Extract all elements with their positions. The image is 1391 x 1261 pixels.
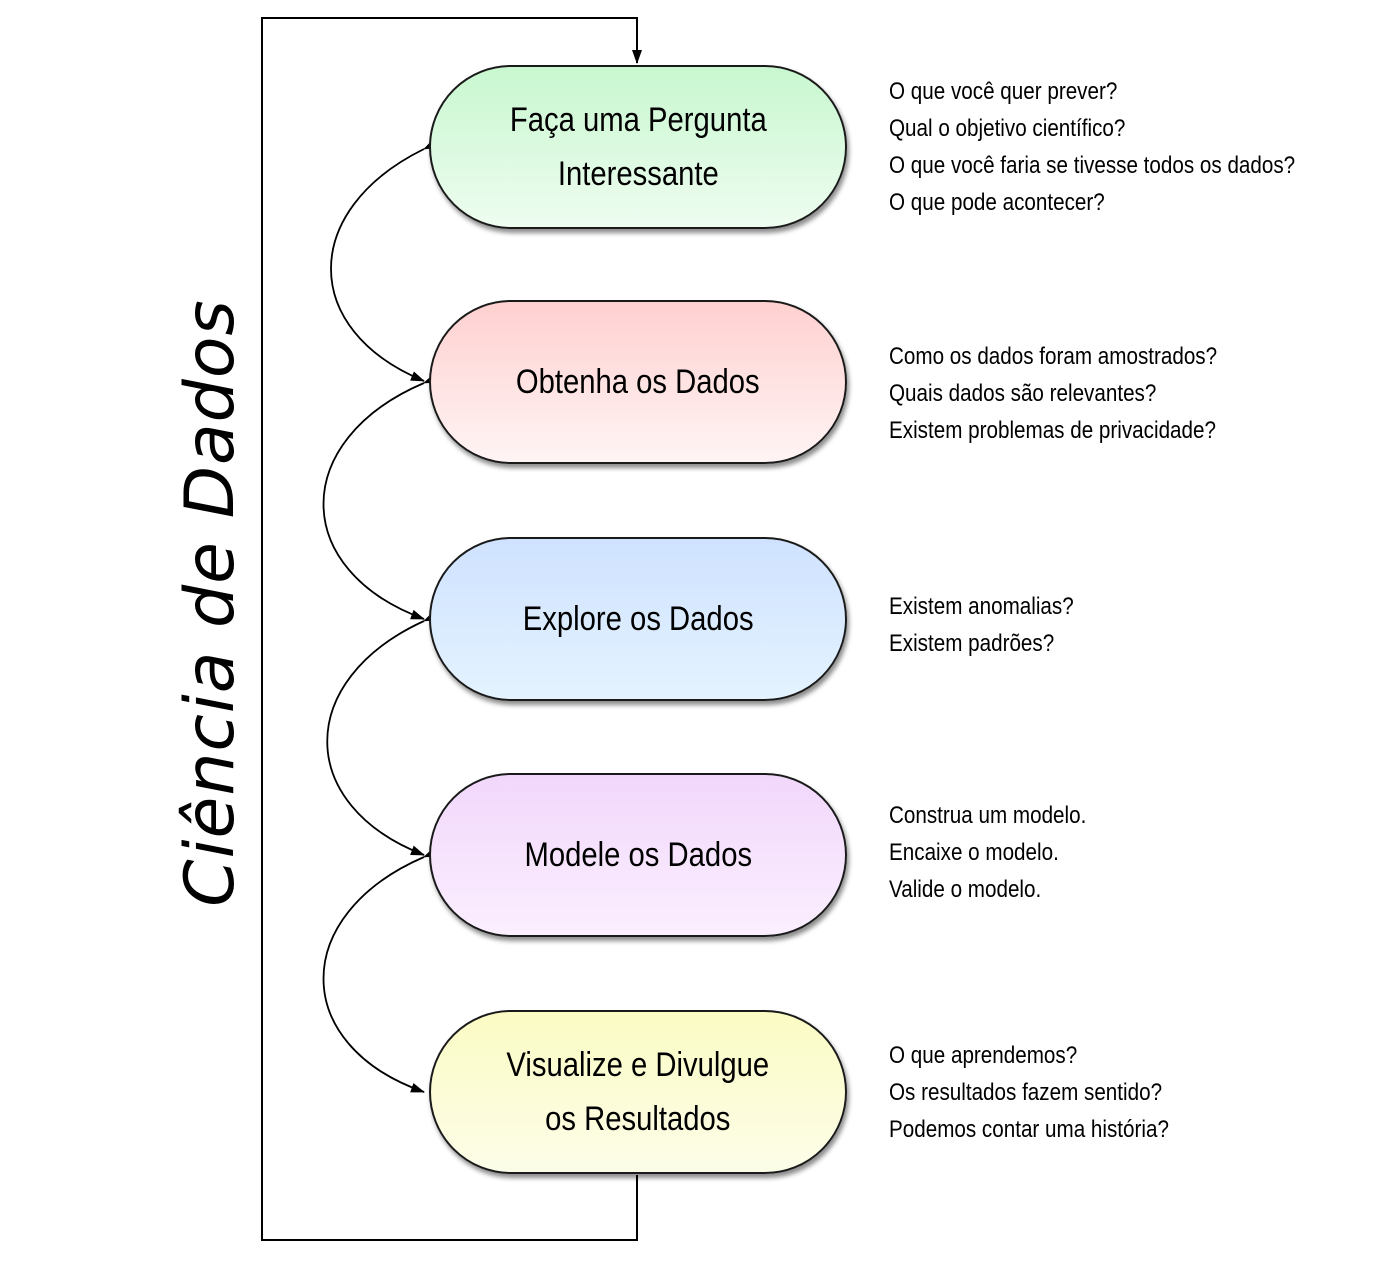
question-item: Construa um modelo.	[889, 802, 1087, 829]
question-item: Existem anomalias?	[889, 593, 1074, 620]
stage-model-data: Modele os Dados	[429, 773, 847, 937]
question-item: Qual o objetivo científico?	[889, 115, 1126, 142]
question-item: Valide o modelo.	[889, 876, 1042, 903]
questions-model-data: Construa um modelo. Encaixe o modelo. Va…	[889, 797, 1118, 908]
stage-explore-data: Explore os Dados	[429, 537, 847, 701]
question-item: O que você faria se tivesse todos os dad…	[889, 152, 1296, 179]
question-item: Encaixe o modelo.	[889, 839, 1059, 866]
question-item: Quais dados são relevantes?	[889, 380, 1157, 407]
link-arrow-1-2	[330, 138, 438, 382]
question-item: Podemos contar uma história?	[889, 1116, 1169, 1143]
question-item: Os resultados fazem sentido?	[889, 1079, 1163, 1106]
diagram-title: Ciência de Dados	[171, 299, 250, 907]
link-arrow-2-3	[322, 373, 438, 620]
stage-label: Explore os Dados	[522, 600, 754, 638]
questions-ask-question: O que você quer prever? Qual o objetivo …	[889, 73, 1361, 221]
stage-label: Visualize e Divulgue os Resultados	[506, 1046, 770, 1138]
feedback-loop-arrow	[261, 17, 642, 1241]
question-item: Existem problemas de privacidade?	[889, 417, 1216, 444]
questions-get-data: Como os dados foram amostrados? Quais da…	[889, 338, 1271, 449]
question-item: O que pode acontecer?	[889, 189, 1105, 216]
stage-communicate-results: Visualize e Divulgue os Resultados	[429, 1010, 847, 1174]
stage-get-data: Obtenha os Dados	[429, 300, 847, 464]
stage-label: Obtenha os Dados	[516, 363, 760, 401]
questions-explore-data: Existem anomalias? Existem padrões?	[889, 588, 1104, 662]
stage-label: Modele os Dados	[524, 836, 752, 874]
question-item: O que aprendemos?	[889, 1042, 1078, 1069]
stage-ask-question: Faça uma Pergunta Interessante	[429, 65, 847, 229]
question-item: Como os dados foram amostrados?	[889, 343, 1218, 370]
question-item: O que você quer prever?	[889, 78, 1118, 105]
link-arrow-3-4	[326, 611, 438, 856]
link-arrow-4-5	[322, 847, 438, 1093]
questions-communicate-results: O que aprendemos? Os resultados fazem se…	[889, 1037, 1215, 1148]
question-item: Existem padrões?	[889, 630, 1055, 657]
stage-label: Faça uma Pergunta Interessante	[509, 101, 767, 193]
